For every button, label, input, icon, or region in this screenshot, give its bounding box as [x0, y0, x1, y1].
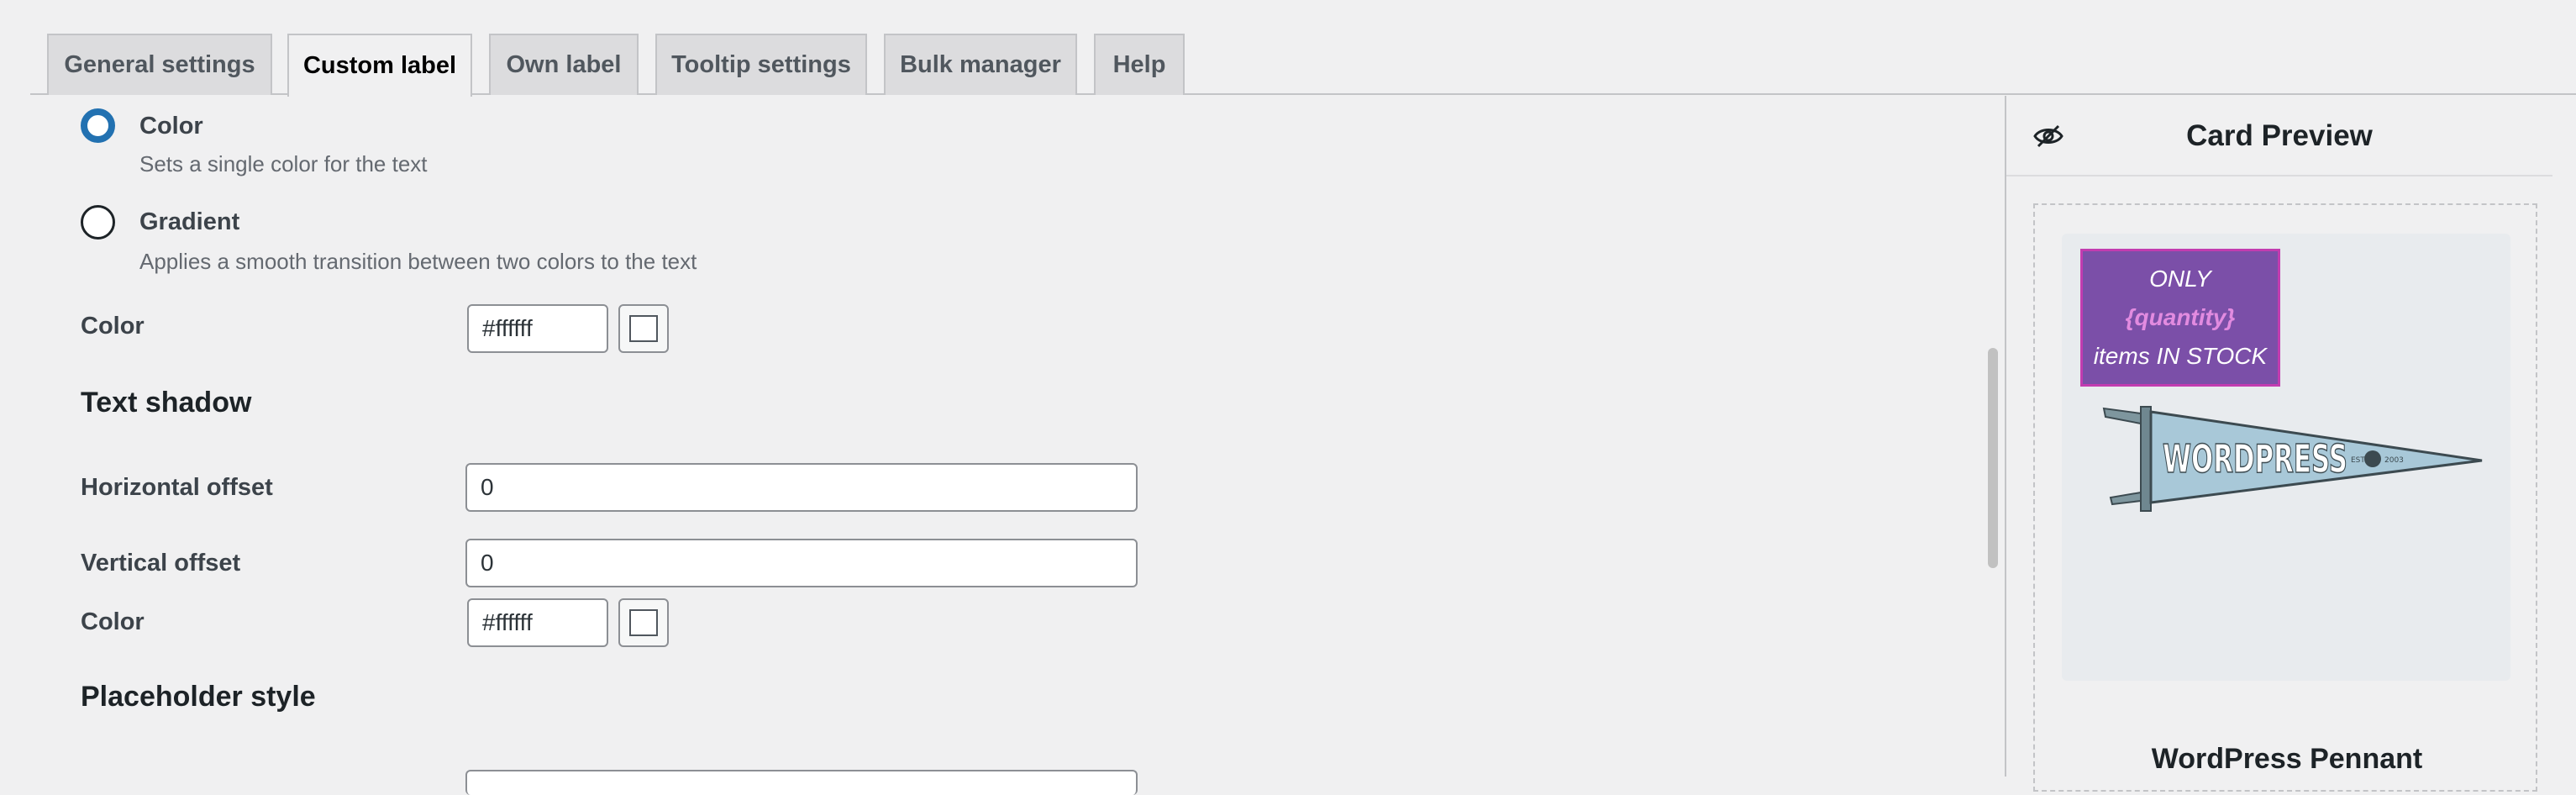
tab-help[interactable]: Help [1094, 34, 1185, 95]
horizontal-offset-label: Horizontal offset [81, 474, 273, 501]
product-title[interactable]: WordPress Pennant [2151, 743, 2423, 775]
color-mode-title: Color [139, 113, 203, 140]
tab-bulk-manager[interactable]: Bulk manager [884, 34, 1077, 95]
placeholder-style-heading: Placeholder style [81, 681, 316, 713]
vertical-offset-label: Vertical offset [81, 550, 241, 577]
shadow-color-swatch [629, 609, 658, 636]
horizontal-offset-input[interactable]: 0 [465, 463, 1138, 512]
shadow-color-label: Color [81, 608, 145, 635]
product-card: ONLY {quantity} items IN STOCK WORDPRESS… [2033, 203, 2537, 792]
gradient-mode-radio[interactable] [81, 205, 115, 240]
text-color-picker-button[interactable] [618, 304, 669, 353]
pennant-wordmark: WORDPRESS [2163, 436, 2347, 482]
shadow-color-input[interactable]: #ffffff [467, 598, 608, 647]
gradient-mode-description: Applies a smooth transition between two … [139, 249, 697, 274]
vertical-offset-input[interactable]: 0 [465, 539, 1138, 587]
color-mode-description: Sets a single color for the text [139, 151, 428, 176]
text-shadow-heading: Text shadow [81, 387, 252, 419]
gradient-mode-title: Gradient [139, 208, 240, 235]
text-color-label: Color [81, 313, 145, 340]
card-preview-header: Card Preview [2006, 96, 2552, 176]
tab-custom-label[interactable]: Custom label [287, 34, 472, 97]
stock-label-badge: ONLY {quantity} items IN STOCK [2080, 249, 2280, 387]
settings-scrollbar-thumb[interactable] [1988, 348, 1998, 568]
eye-slash-icon[interactable] [2032, 121, 2065, 151]
stock-label-line-3: items IN STOCK [2093, 343, 2268, 369]
settings-tabs: General settings Custom label Own label … [0, 0, 2576, 97]
tabs-divider [30, 93, 2576, 95]
card-preview-panel: Card Preview ONLY {quantity} items IN ST… [2005, 96, 2576, 792]
stock-label-quantity-placeholder: {quantity} [2125, 304, 2236, 330]
stock-label-line-1: ONLY [2149, 266, 2211, 292]
card-preview-title: Card Preview [2186, 119, 2373, 152]
pennant-year-text: 2003 [2384, 456, 2404, 465]
custom-label-settings: Color Sets a single color for the text G… [30, 96, 2005, 795]
settings-scrollbar[interactable] [1981, 96, 2003, 777]
tab-tooltip-settings[interactable]: Tooltip settings [655, 34, 867, 95]
placeholder-style-input[interactable] [465, 770, 1138, 795]
tab-general-settings[interactable]: General settings [47, 34, 272, 95]
product-image: ONLY {quantity} items IN STOCK WORDPRESS… [2062, 234, 2510, 681]
text-color-input[interactable]: #ffffff [467, 304, 608, 353]
pennant-illustration: WORDPRESS EST. 2003 [2102, 406, 2483, 512]
pennant-est-text: EST. [2351, 456, 2367, 465]
color-mode-radio[interactable] [81, 108, 115, 143]
shadow-color-picker-button[interactable] [618, 598, 669, 647]
text-color-swatch [629, 315, 658, 342]
tab-own-label[interactable]: Own label [489, 34, 639, 95]
